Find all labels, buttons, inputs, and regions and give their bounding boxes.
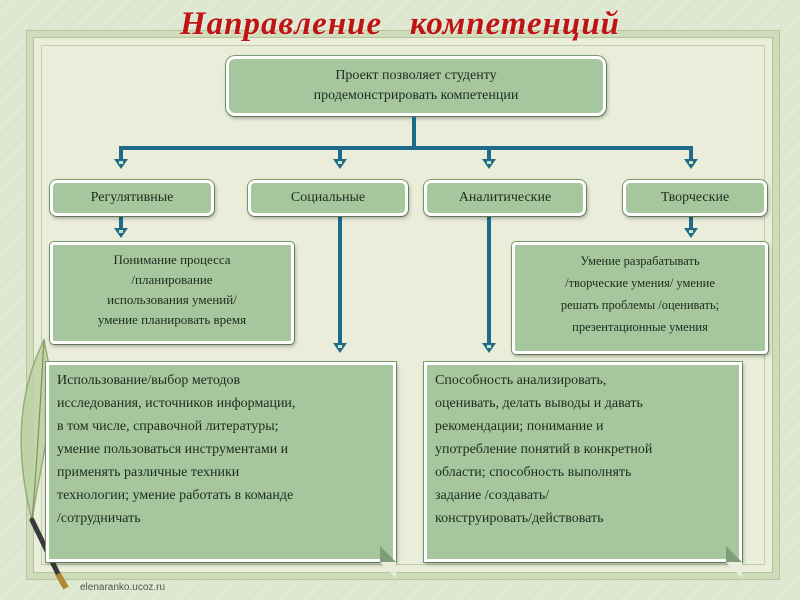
creative-desc-line: решать проблемы /оценивать; [560,298,720,312]
page-curl-corner [380,546,396,578]
analytic-desc-line: конструировать/действовать [435,511,604,526]
arrow-to-regulative [114,159,128,169]
analytic-desc-line: области; способность выполнять [435,465,632,480]
social-desc-line: Использование/выбор методов [57,373,241,388]
analytic-description: Способность анализировать, оценивать, де… [424,362,742,578]
regulative-desc-line: умение планировать время [97,312,247,327]
regulative-description: Понимание процесса /планирование использ… [50,242,294,344]
category-regulative-label: Регулятивные [90,190,174,205]
connector-to-creative [689,146,693,160]
regulative-desc-line: Понимание процесса [113,252,231,267]
arrow-social-desc [333,343,347,353]
creative-desc-line: презентационные умения [572,320,708,334]
category-analytic: Аналитические [424,180,586,216]
connector-to-regulative [119,146,123,160]
footer-site-link: elenaranko.ucoz.ru [80,582,166,593]
project-box-line-2: продемонстрировать компетенции [313,88,519,103]
social-desc-line: в том числе, справочной литературы; [57,419,279,434]
connector-regulative-desc [119,216,123,228]
category-analytic-label: Аналитические [458,190,552,205]
creative-description: Умение разрабатывать /творческие умения/… [512,242,768,354]
arrow-creative-desc [684,228,698,238]
social-desc-line: /сотрудничать [57,511,141,526]
connector-horizontal [119,146,693,150]
analytic-desc-line: оценивать, делать выводы и давать [435,396,643,411]
connector-analytic-desc [487,216,491,344]
analytic-desc-line: употребление понятий в конкретной [435,442,653,457]
creative-desc-line: Умение разрабатывать [580,254,700,268]
social-description: Использование/выбор методов исследования… [46,362,396,578]
regulative-desc-line: /планирование [131,272,213,287]
category-regulative: Регулятивные [50,180,214,216]
page-curl-corner [726,546,742,578]
social-desc-line: технологии; умение работать в команде [57,488,294,503]
category-social: Социальные [248,180,408,216]
category-social-label: Социальные [290,190,366,205]
category-creative-label: Творческие [660,190,730,205]
category-creative: Творческие [623,180,767,216]
connector-to-social [338,146,342,160]
social-desc-line: умение пользоваться инструментами и [57,442,289,457]
creative-desc-line: /творческие умения/ умение [565,276,715,290]
arrow-to-creative [684,159,698,169]
connector-creative-desc [689,216,693,228]
connector-to-analytic [487,146,491,160]
connector-stem [412,117,416,148]
arrow-analytic-desc [482,343,496,353]
social-desc-line: исследования, источников информации, [57,396,296,411]
analytic-desc-line: рекомендации; понимание и [435,419,604,434]
page-title: Направление компетенций [179,6,621,42]
arrow-to-social [333,159,347,169]
social-desc-line: применять различные техники [57,465,240,480]
arrow-to-analytic [482,159,496,169]
connector-social-desc [338,216,342,344]
project-box-line-1: Проект позволяет студенту [335,68,497,83]
arrow-regulative-desc [114,228,128,238]
analytic-desc-line: задание /создавать/ [435,488,550,503]
analytic-desc-line: Способность анализировать, [435,373,607,388]
regulative-desc-line: использования умений/ [107,292,237,307]
project-box: Проект позволяет студенту продемонстриро… [226,56,606,116]
